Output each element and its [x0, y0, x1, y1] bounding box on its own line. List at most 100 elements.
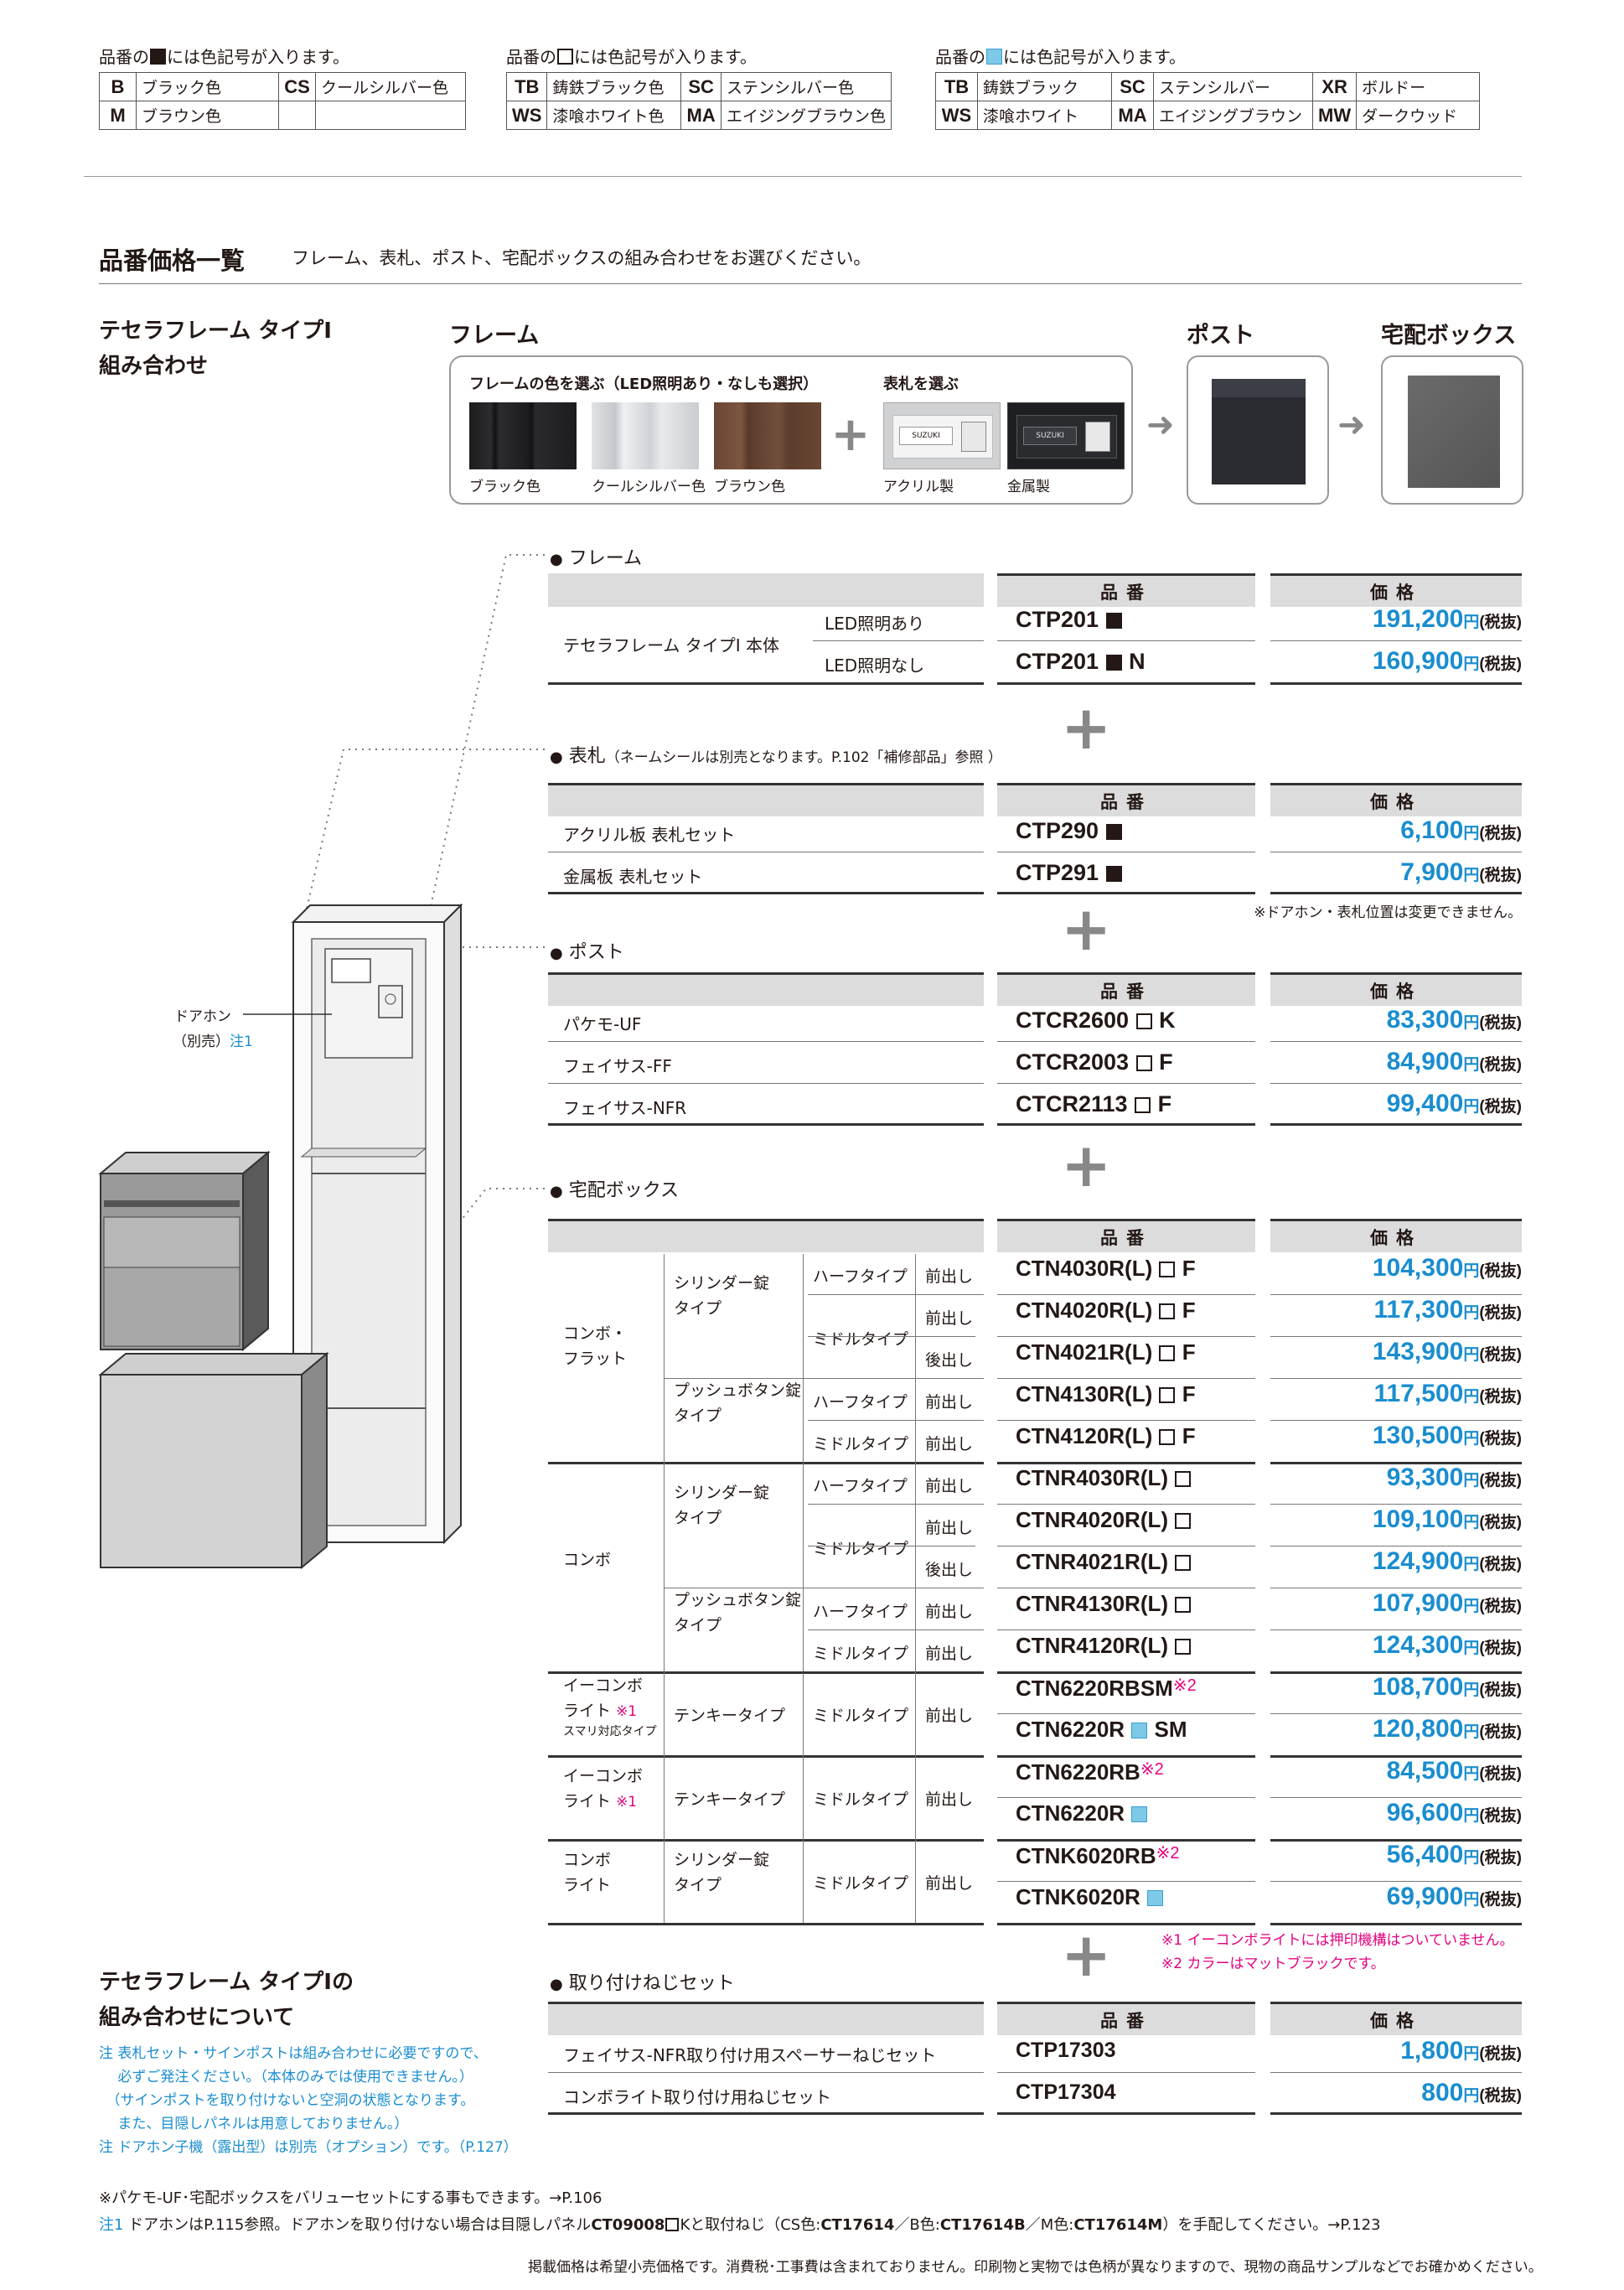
- price: 117,500円(税抜): [1373, 1380, 1522, 1407]
- price: 7,900円(税抜): [1400, 858, 1522, 886]
- lock-type: シリンダー錠タイプ: [674, 1484, 770, 1527]
- about-notes: 注 表札セット・サインポストは組み合わせに必要ですので、 必ずご発注ください。（…: [99, 2045, 518, 2156]
- divider: [84, 176, 1522, 177]
- product-code: CTCR2113 F: [1016, 1091, 1172, 1117]
- box-group: コンボ: [563, 1551, 612, 1569]
- price: 124,300円(税抜): [1372, 1631, 1522, 1659]
- frame-illustration: [98, 554, 545, 1570]
- box-group: コンボ・フラット: [563, 1324, 628, 1368]
- product-code: CTP17304: [1016, 2080, 1116, 2104]
- product-code: CTP201 N: [1016, 649, 1146, 674]
- table-cell: ハーフタイプ: [813, 1393, 908, 1412]
- doorphone-label: ドアホン: [174, 1008, 231, 1025]
- product-code: CTNK6020R: [1016, 1884, 1164, 1910]
- price: 1,800円(税抜): [1400, 2037, 1522, 2065]
- product-code: CTNR4021R(L): [1016, 1549, 1192, 1575]
- product-code: CTN4020R(L) F: [1016, 1298, 1196, 1323]
- product-code: CTN4030R(L) F: [1016, 1256, 1196, 1281]
- box-note-2: ※2 カラーはマットブラックです。: [1161, 1956, 1385, 1972]
- section-subtitle: フレーム、表札、ポスト、宅配ボックスの組み合わせをお選びください。: [292, 248, 871, 268]
- plate-metal[interactable]: SUZUKI: [1007, 402, 1125, 469]
- price: 93,300円(税抜): [1386, 1464, 1522, 1491]
- divider: [99, 283, 1522, 284]
- lock-type: シリンダー錠タイプ: [674, 1851, 770, 1894]
- table-cell: ミドルタイプ: [813, 1707, 909, 1725]
- table-cell: ミドルタイプ: [813, 1540, 909, 1558]
- product-code: CTN6220R: [1016, 1800, 1148, 1826]
- col-header-frame: フレーム: [449, 323, 540, 349]
- color-table-title: 品番のには色記号が入ります。: [935, 47, 1186, 67]
- price: 124,900円(税抜): [1372, 1547, 1522, 1575]
- price: 120,800円(税抜): [1372, 1715, 1522, 1743]
- product-code: CTP290: [1016, 818, 1123, 844]
- plate-label: 表札を選ぶ: [883, 376, 959, 393]
- price: 143,900円(税抜): [1372, 1338, 1522, 1365]
- box-section-head: ● 宅配ボックス: [550, 1180, 680, 1201]
- box-note-1: ※1 イーコンボライトには押印機構はついていません。: [1161, 1932, 1514, 1949]
- price: 69,900円(税抜): [1386, 1883, 1522, 1910]
- open-square-icon: [557, 49, 573, 65]
- swatch-black[interactable]: [469, 402, 577, 469]
- product-code: CTNR4130R(L): [1016, 1591, 1192, 1617]
- table-cell: 前出し: [925, 1603, 974, 1621]
- table-cell: 前出し: [925, 1435, 974, 1453]
- swatch-label: ブラウン色: [714, 479, 785, 495]
- frame-section-head: ● フレーム: [550, 548, 643, 569]
- price: 109,100円(税抜): [1372, 1505, 1522, 1533]
- table-header: [1270, 573, 1522, 607]
- product-code: CTN6220RB※2: [1016, 1759, 1164, 1785]
- color-table-title: 品番のには色記号が入ります。: [99, 47, 349, 67]
- arrow-right-icon: ➜: [1146, 406, 1175, 444]
- table-cell: 前出し: [925, 1393, 974, 1412]
- table-cell: 前出し: [925, 1707, 974, 1725]
- lock-type: テンキータイプ: [674, 1790, 786, 1809]
- price: 130,500円(税抜): [1372, 1422, 1522, 1449]
- post-section-head: ● ポスト: [550, 942, 624, 963]
- plus-icon: +: [830, 407, 871, 462]
- table-cell: 前出し: [925, 1874, 974, 1893]
- price: 108,700円(税抜): [1372, 1673, 1522, 1701]
- lock-type: シリンダー錠タイプ: [674, 1274, 770, 1318]
- plate-section-head: ● 表札（ネームシールは別売となります。P.102「補修部品」参照 ）: [550, 746, 1002, 767]
- table-cell: ミドルタイプ: [813, 1330, 909, 1349]
- col-header-post: ポスト: [1187, 323, 1254, 349]
- lock-type: プッシュボタン錠タイプ: [674, 1591, 802, 1635]
- product-code: CTNR4020R(L): [1016, 1507, 1192, 1533]
- table-cell: ハーフタイプ: [813, 1267, 908, 1286]
- lock-type: テンキータイプ: [674, 1707, 786, 1725]
- table-cell: ミドルタイプ: [813, 1435, 909, 1453]
- table-cell: 前出し: [925, 1267, 974, 1286]
- footer-note-1: ※パケモ-UF･宅配ボックスをバリューセットにする事もできます。→P.106: [99, 2189, 603, 2207]
- arrow-right-icon: ➜: [1337, 406, 1366, 444]
- lock-type: プッシュボタン錠タイプ: [674, 1381, 802, 1425]
- table-cell: 前出し: [925, 1519, 974, 1537]
- table-cell: ハーフタイプ: [813, 1477, 908, 1495]
- product-code: CTP201: [1016, 607, 1123, 633]
- product-code: CTN6220R SM: [1016, 1717, 1187, 1742]
- price: 96,600円(税抜): [1386, 1799, 1522, 1826]
- swatch-label: クールシルバー色: [592, 479, 706, 495]
- product-code: CTN4120R(L) F: [1016, 1423, 1196, 1448]
- color-table-title: 品番のには色記号が入ります。: [506, 47, 757, 67]
- product-code: CTN4021R(L) F: [1016, 1339, 1196, 1365]
- plate-acrylic[interactable]: SUZUKI: [883, 402, 1001, 469]
- table-cell: ミドルタイプ: [813, 1790, 909, 1809]
- table-cell: 前出し: [925, 1309, 974, 1328]
- price: 99,400円(税抜): [1386, 1090, 1522, 1117]
- price: 800円(税抜): [1421, 2079, 1522, 2106]
- table-cell: ミドルタイプ: [813, 1874, 909, 1893]
- table-header: [997, 573, 1255, 607]
- product-code: CTP17303: [1016, 2039, 1116, 2062]
- price: 160,900円(税抜): [1372, 647, 1522, 675]
- col-header-box: 宅配ボックス: [1381, 323, 1517, 349]
- price: 56,400円(税抜): [1386, 1841, 1522, 1868]
- section-title: 品番価格一覧: [99, 246, 246, 275]
- post-image: [1187, 355, 1329, 505]
- product-code: CTNR4120R(L): [1016, 1633, 1192, 1659]
- product-code: CTCR2600 K: [1016, 1008, 1176, 1033]
- swatch-brown[interactable]: [714, 402, 821, 469]
- table-cell: 前出し: [925, 1645, 974, 1663]
- swatch-cool-silver[interactable]: [592, 402, 699, 469]
